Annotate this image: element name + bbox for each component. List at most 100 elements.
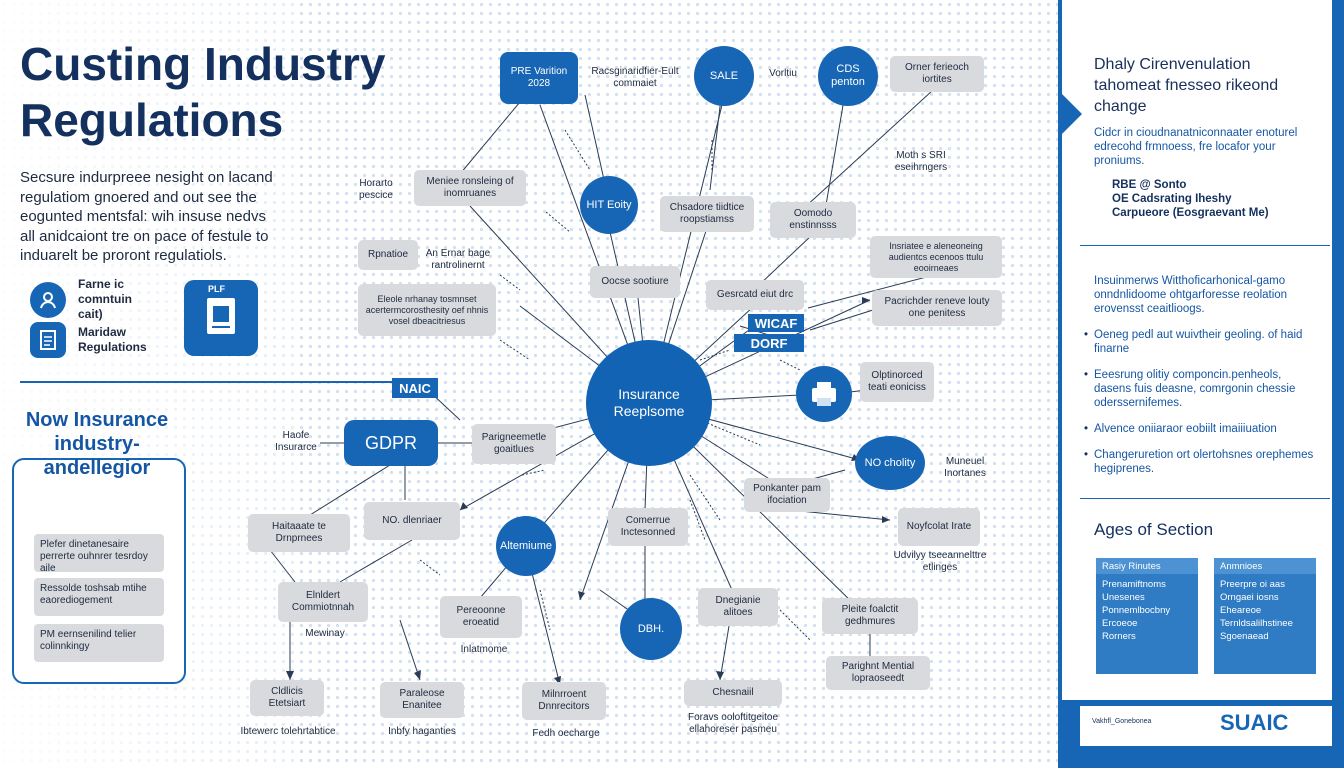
page-title: Custing Industry Regulations [20, 38, 386, 146]
plain-label: Haofe Insurarce [275, 430, 317, 453]
document-badge: PLF [184, 280, 258, 356]
card-line: Sgoenaead [1220, 631, 1269, 642]
intro-text: Secsure indurpreee nesight on lacand reg… [20, 169, 273, 264]
now-item: Plefer dinetanesaire perrerte ouhnrer te… [34, 534, 164, 574]
right-panel-paragraph: Insuinmerws Witthoficarhonical-gamo onnd… [1094, 275, 1288, 315]
now-item: Ressolde toshsab mtihe eaorediogement [34, 578, 164, 616]
document-icon [30, 322, 66, 358]
card-line: Ternldsalilhstinee [1220, 618, 1293, 629]
left-icon-label: Farne ic comntuin cait) [78, 277, 132, 321]
card-line: Preerpre oi aas [1220, 579, 1285, 590]
list-item: Eeesrung olitiy componcin.penheols, dase… [1084, 368, 1314, 410]
plain-label: Fedh oecharge [532, 728, 600, 739]
naic-tag: NAIC [392, 378, 438, 398]
card-line: Rorners [1102, 631, 1136, 642]
round-node-alt: Altemiume [496, 516, 556, 576]
plain-label: Inlatmome [460, 644, 508, 655]
round-node-hit: HIT Eoity [580, 176, 638, 234]
left-icon-item-1: Farne ic comntuin cait) [30, 277, 158, 322]
gray-node: Haitaaate te Drnprnees [248, 514, 350, 552]
plain-label: Mewinay [305, 628, 345, 639]
round-node-cdp: CDS penton [818, 46, 878, 106]
gray-node: Comerrue Inctesonned [608, 508, 688, 546]
gray-node: Milnrroent Dnnrecitors [522, 682, 606, 720]
gdpr-node: GDPR [344, 420, 438, 466]
right-panel-bullets: RBE @ Sonto OE Cadsrating Iheshy Carpueo… [1112, 178, 1312, 220]
gray-node: Noyfcolat Irate [898, 508, 980, 546]
gray-node: Dnegianie alitoes [698, 588, 778, 626]
plain-label: Vorltiu [769, 68, 797, 79]
gray-node: Pleite foalctit gedhmures [822, 598, 918, 634]
card-header: Anmnioes [1214, 558, 1316, 574]
card-line: Prenamiftnoms [1102, 579, 1166, 590]
left-icon-item-2: Maridaw Regulations [30, 322, 158, 358]
section-card: Anmnioes Preerpre oi aas Orngaei iosns E… [1214, 558, 1316, 674]
gray-node: Meniee ronsleing of inomruanes [414, 170, 526, 206]
round-node-no: NO cholity [855, 436, 925, 490]
gray-node: Insriatee e aleneoneing audientcs ecenoo… [870, 236, 1002, 278]
gray-node: Orner ferieoch iortites [890, 56, 984, 92]
footer-text: Vakhfl_Gonebonea [1092, 718, 1152, 725]
gray-node: Elnldert Commiotnnah [278, 582, 368, 622]
panel-arrow [1058, 90, 1082, 138]
wicar-tag: WICAF [748, 314, 804, 332]
gray-node: Eleole nrhanay tosmnset acertermcorosthe… [358, 284, 496, 336]
divider-line [20, 381, 410, 383]
gray-node: Pacrichder reneve louty one penitess [872, 290, 1002, 326]
list-item: Oeneg pedl aut wuivtheir geoling. of hai… [1084, 328, 1314, 356]
printer-icon [812, 382, 836, 406]
document-badge-label: PLF [208, 284, 225, 294]
gray-node: Ponkanter pam ifociation [744, 478, 830, 512]
plain-label: Racsginaridfier-Eult commaiet [591, 66, 679, 89]
plain-label: Foravs ooloftitgeitoe ellahoreser pasmeu [687, 712, 779, 735]
dorf-tag: DORF [734, 334, 804, 352]
round-node-pre: PRE Varition 2028 [500, 52, 578, 104]
right-panel-list: Oeneg pedl aut wuivtheir geoling. of hai… [1084, 328, 1314, 488]
right-panel-divider [1080, 245, 1330, 246]
plain-label: Horarto pescice [359, 178, 393, 201]
gray-node: Oomodo enstinnsss [770, 202, 856, 238]
file-icon [207, 298, 235, 334]
plain-label: An Ernar bage rantrolinernt [425, 248, 491, 271]
card-line: Unesenes [1102, 592, 1145, 603]
card-body: Prenamiftnoms Unesenes Ponnemlbocbny Erc… [1096, 574, 1198, 647]
gray-node: Cldlicis Etetsiart [250, 680, 324, 716]
hub-node: Insurance Reeplsome [586, 340, 712, 466]
card-body: Preerpre oi aas Orngaei iosns Eheareoe T… [1214, 574, 1316, 647]
section-card: Rasiy Rinutes Prenamiftnoms Unesenes Pon… [1096, 558, 1198, 674]
gray-node: Rpnatioe [358, 240, 418, 270]
plain-label: Udvilyy tseeannelttre etlinges [893, 550, 987, 573]
printer-node [796, 366, 852, 422]
gray-node: Oocse sootiure [590, 266, 680, 298]
gray-node: Parighnt Mential lopraoseedt [826, 656, 930, 690]
right-panel-title: Dhaly Cirenvenulation tahomeat fnesseo r… [1094, 56, 1279, 115]
footer-bar [1080, 706, 1332, 746]
bullet-item: OE Cadsrating Iheshy [1112, 193, 1232, 205]
ages-title: Ages of Section [1094, 520, 1214, 539]
list-item: Alvence oniiaraor eobiilt imaiiiuation [1084, 422, 1314, 436]
gray-node: Pereoonne eroeatid [440, 596, 522, 638]
bullet-item: RBE @ Sonto [1112, 179, 1187, 191]
gray-node: Parigneemetle goaitlues [472, 424, 556, 464]
person-icon [30, 281, 66, 318]
now-item: PM eernsenilind telier colinnkingy [34, 624, 164, 662]
gray-node: NO. dlenriaer [364, 502, 460, 540]
bullet-item: Carpueore (Eosgraevant Me) [1112, 207, 1269, 219]
card-line: Ercoeoe [1102, 618, 1138, 629]
left-icon-label: Maridaw Regulations [78, 325, 147, 354]
plain-label: Muneuel Inortanes [944, 456, 986, 479]
card-header: Rasiy Rinutes [1096, 558, 1198, 574]
right-panel-subtitle: Cidcr in cioudnanatniconnaater enoturel … [1094, 127, 1298, 167]
round-node-dbh: DBH. [620, 598, 682, 660]
plain-label: Ibtewerc tolehrtabtice [240, 726, 336, 737]
card-line: Orngaei iosns [1220, 592, 1279, 603]
list-item: Changeruretion ort olertohsnes orephemes… [1084, 448, 1314, 476]
card-line: Ponnemlbocbny [1102, 605, 1171, 616]
gray-node: Chsadore tiidtice roopstiamss [660, 196, 754, 232]
gray-node: Olptinorced teati eoniciss [860, 362, 934, 402]
now-panel-title: Now Insurance industry-andellegior [25, 409, 169, 479]
gray-node: Gesrcatd eiut drc [706, 280, 804, 310]
round-node-sale: SALE [694, 46, 754, 106]
right-panel-divider [1080, 498, 1330, 499]
gray-node: Paraleose Enanitee [380, 682, 464, 718]
